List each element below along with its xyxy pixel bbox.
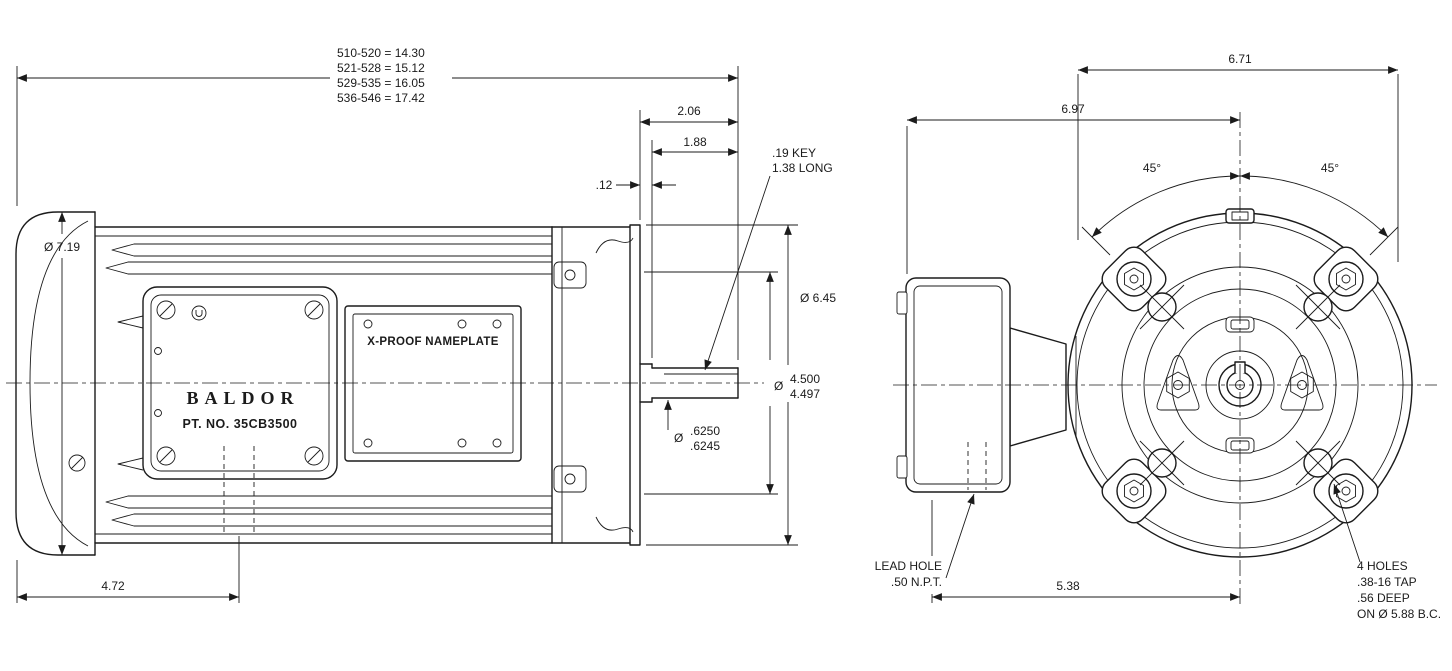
pilot-diameter-upper: 4.500 — [790, 372, 820, 386]
shaft-diameter-symbol: Ø — [674, 431, 683, 445]
end-bell — [15, 211, 96, 556]
tapped-holes-note-line3: .56 DEEP — [1357, 591, 1410, 605]
overall-length-row-1: 521-528 = 15.12 — [337, 61, 425, 75]
side-view-dimensions: 510-520 = 14.30 521-528 = 15.12 529-535 … — [16, 46, 836, 603]
xproof-nameplate-label: X-PROOF NAMEPLATE — [367, 336, 498, 348]
dim-face-diameter: Ø 6.45 — [800, 291, 836, 305]
pilot-diameter-symbol: Ø — [774, 379, 783, 393]
dim-angle-right: 45° — [1321, 161, 1339, 175]
tapped-hole — [1139, 440, 1185, 486]
conduit-box: BALDOR PT. NO. 35CB3500 — [142, 286, 338, 532]
dim-face-offset: .12 — [596, 178, 613, 192]
tapped-hole — [1295, 284, 1341, 330]
tapped-holes-note-line2: .38-16 TAP — [1357, 575, 1417, 589]
tapped-hole — [1139, 284, 1185, 330]
key-note-line2: 1.38 LONG — [772, 161, 833, 175]
side-view: BALDOR PT. NO. 35CB3500 X-PROOF NAMEPLAT… — [6, 211, 764, 556]
dim-angle-left: 45° — [1143, 161, 1161, 175]
nameplate-part-number: PT. NO. 35CB3500 — [183, 417, 298, 431]
pilot-diameter-lower: 4.497 — [790, 387, 820, 401]
tapped-holes-note-line1: 4 HOLES — [1357, 559, 1408, 573]
dim-end-to-box-center: 4.72 — [101, 579, 125, 593]
key-note-line1: .19 KEY — [772, 146, 816, 160]
dim-box-to-center: 6.97 — [1061, 102, 1085, 116]
dim-shaft-ext-total: 2.06 — [677, 104, 701, 118]
dim-shaft-ext-usable: 1.88 — [683, 135, 707, 149]
lead-hole-note-line1: LEAD HOLE — [875, 559, 942, 573]
c-face-bracket — [551, 224, 641, 546]
lead-hole-note-line2: .50 N.P.T. — [891, 575, 942, 589]
tapped-holes-note-line4: ON Ø 5.88 B.C. — [1357, 607, 1441, 621]
overall-length-row-2: 529-535 = 16.05 — [337, 76, 425, 90]
shaft-diameter-upper: .6250 — [690, 424, 720, 438]
dim-cover-width: 6.71 — [1228, 52, 1252, 66]
dim-lead-to-center: 5.38 — [1056, 579, 1080, 593]
tapped-hole — [1295, 440, 1341, 486]
xproof-nameplate: X-PROOF NAMEPLATE — [344, 305, 522, 462]
nameplate-brand: BALDOR — [186, 388, 299, 408]
ul-mark-icon — [191, 305, 207, 321]
motor-body — [94, 226, 553, 544]
dim-end-bell-diameter: Ø 7.19 — [44, 240, 80, 254]
overall-length-row-3: 536-546 = 17.42 — [337, 91, 425, 105]
end-view-dimensions: 6.71 6.97 45° 45° 5.38 LEAD HOLE .50 N.P… — [875, 52, 1441, 621]
shaft-diameter-lower: .6245 — [690, 439, 720, 453]
end-view — [893, 112, 1437, 604]
overall-length-row-0: 510-520 = 14.30 — [337, 46, 425, 60]
shaft — [639, 363, 739, 403]
